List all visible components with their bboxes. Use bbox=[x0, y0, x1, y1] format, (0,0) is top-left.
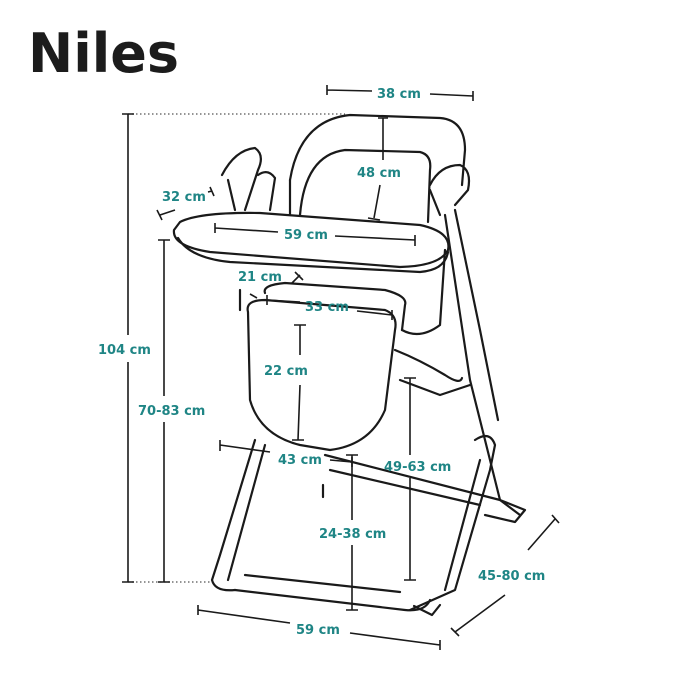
label-tray-height: 70-83 cm bbox=[138, 404, 205, 419]
label-footrest-floor: 24-38 cm bbox=[319, 527, 386, 542]
label-total-height: 104 cm bbox=[98, 343, 151, 358]
label-depth: 45-80 cm bbox=[478, 569, 545, 584]
label-seat-height: 49-63 cm bbox=[384, 460, 451, 475]
label-tray-to-seat: 21 cm bbox=[238, 270, 282, 285]
product-title: Niles bbox=[28, 22, 179, 85]
label-seat-back-width: 38 cm bbox=[377, 87, 421, 102]
dimension-lines bbox=[122, 85, 560, 650]
label-footrest-height: 22 cm bbox=[264, 364, 308, 379]
label-seat-width: 33 cm bbox=[305, 300, 349, 315]
label-tray-width: 59 cm bbox=[284, 228, 328, 243]
label-backrest-height: 48 cm bbox=[357, 166, 401, 181]
high-chair-illustration bbox=[172, 113, 527, 617]
label-armrest: 32 cm bbox=[162, 190, 206, 205]
label-base-width: 59 cm bbox=[296, 623, 340, 638]
label-seat-depth: 43 cm bbox=[278, 453, 322, 468]
